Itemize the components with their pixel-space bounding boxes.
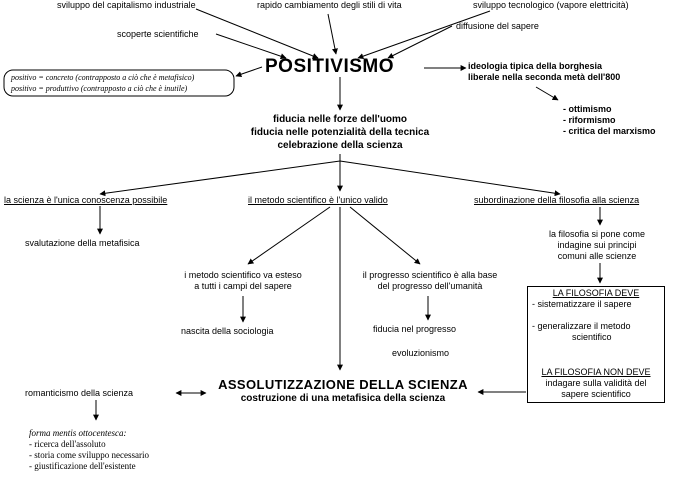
arrow-styles [327,13,338,55]
method-line: i metodo scientifico va esteso [184,270,302,280]
philosophy-role-line: comuni alle scienze [557,251,637,261]
arrow-to-ideology-items [535,86,559,101]
trust-in-progress: fiducia nel progresso [373,324,457,334]
arrow-capitalism [195,8,319,59]
trust-line: celebrazione della scienza [277,140,403,151]
arrow-discoveries [215,33,287,60]
ideology-line: liberale nella seconda metà dell'800 [468,72,621,82]
cause-technology: sviluppo tecnologico (vapore elettricità… [473,0,629,10]
cause-lifestyles: rapido cambiamento degli stili di vita [257,0,402,10]
branch-scientific-method: il metodo scientifico è l'unico valido [248,195,388,205]
arrow-knowledge [387,25,453,59]
must-not-heading: LA FILOSOFIA NON DEVE [541,367,651,377]
arrow-branch-right [339,160,561,197]
ideology-items: - ottimismo - riformismo - critica del m… [563,104,656,137]
definition-concrete: positivo = concreto (contrapposto a ciò … [11,73,195,82]
definitions: positivo = concreto (contrapposto a ciò … [11,72,194,94]
must-not-lines: indagare sulla validità del sapere scien… [527,378,665,400]
must-item: - generalizzare il metodo [532,321,631,331]
absolutization-subtitle: costruzione di una metafisica della scie… [240,393,446,404]
main-title: POSITIVISMO [265,56,395,77]
scientific-progress: il progresso scientifico è alla base del… [345,270,515,292]
arrow-tech [357,10,491,60]
branch-philosophy-subordination: subordinazione della filosofia alla scie… [474,195,640,205]
sociology-birth: nascita della sociologia [181,326,274,336]
trust-block: fiducia nelle forze dell'uomo fiducia ne… [220,113,460,152]
must-heading: LA FILOSOFIA DEVE [552,288,640,298]
must-not-line: sapere scientifico [561,389,631,399]
forma-mentis-heading: forma mentis ottocentesca: [29,428,127,438]
cause-knowledge: diffusione del sapere [456,21,539,31]
romanticism-of-science: romanticismo della scienza [25,388,134,398]
ideology-item: - ottimismo [563,104,612,114]
arrow-to-progress [349,206,421,265]
method-extended: i metodo scientifico va esteso a tutti i… [163,270,323,292]
forma-mentis: forma mentis ottocentesca: - ricerca del… [29,428,149,472]
arrow-to-method [247,206,331,265]
philosophy-role-line: indagine sui principi [557,240,637,250]
evolutionism: evoluzionismo [392,348,450,358]
cause-capitalism: sviluppo del capitalismo industriale [57,0,196,10]
ideology-item: - riformismo [563,115,616,125]
absolutization-title: ASSOLUTIZZAZIONE DELLA SCIENZA [218,377,468,392]
metaphysics-devaluation: svalutazione della metafisica [25,238,140,248]
ideology-item: - critica del marxismo [563,126,656,136]
forma-mentis-item: - ricerca dell'assoluto [29,439,106,449]
branch-only-knowledge: la scienza è l'unica conoscenza possibil… [4,195,168,205]
progress-line: il progresso scientifico è alla base [362,270,498,280]
forma-mentis-item: - storia come sviluppo necessario [29,450,149,460]
must-items: - sistematizzare il sapere - generalizza… [532,299,632,343]
arrow-to-definitions [235,66,263,78]
philosophy-duties-box [527,286,665,403]
philosophy-role-line: la filosofia si pone come [548,229,646,239]
forma-mentis-item: - giustificazione dell'esistente [29,461,136,471]
ideology-line: ideologia tipica della borghesia [468,61,603,71]
philosophy-role: la filosofia si pone come indagine sui p… [527,229,667,262]
arrow-branch-left [99,160,341,197]
trust-line: fiducia nelle forze dell'uomo [272,114,408,125]
trust-line: fiducia nelle potenzialità della tecnica [250,127,430,138]
definition-productive: positivo = produttivo (contrapposto a ci… [11,84,188,93]
must-item: scientifico [572,332,612,342]
must-item: - sistematizzare il sapere [532,299,632,309]
must-not-line: indagare sulla validità del [545,378,647,388]
cause-discoveries: scoperte scientifiche [117,29,199,39]
method-line: a tutti i campi del sapere [194,281,292,291]
ideology: ideologia tipica della borghesia liberal… [468,61,620,83]
definitions-box [3,69,235,97]
progress-line: del progresso dell'umanità [377,281,483,291]
